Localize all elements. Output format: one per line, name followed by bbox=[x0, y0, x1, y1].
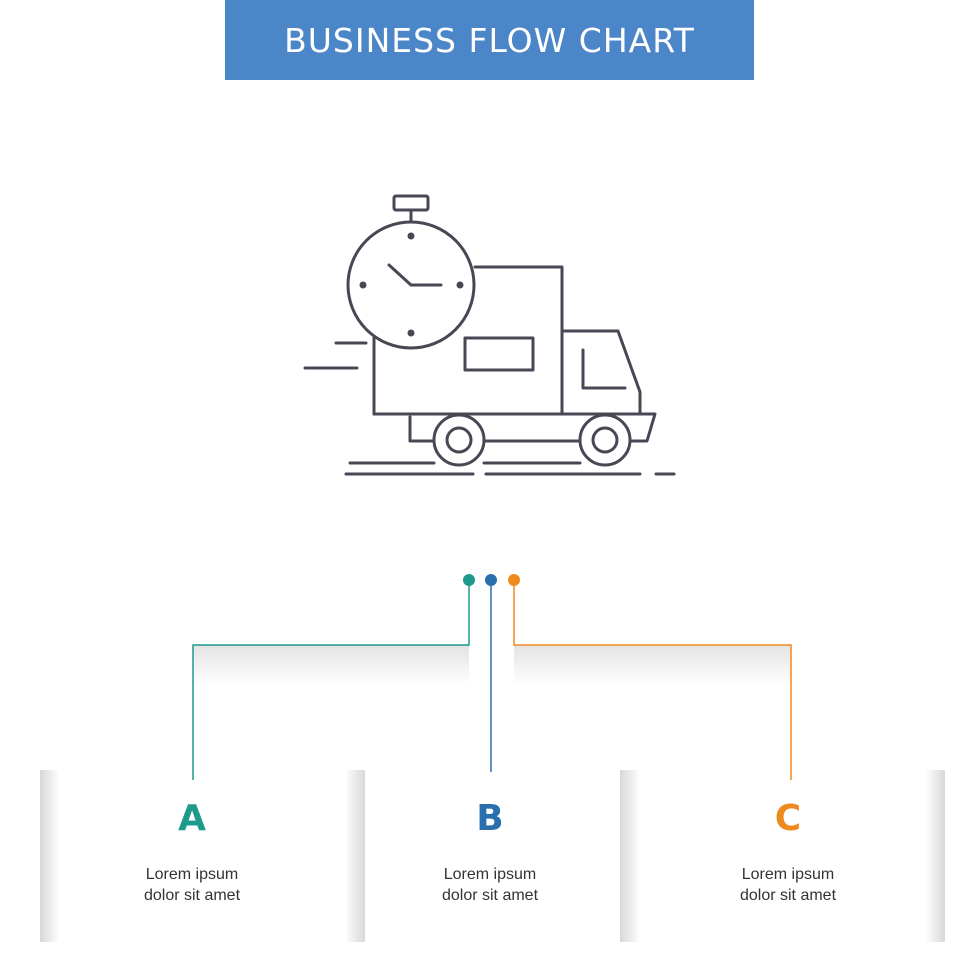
connector-line-a bbox=[192, 582, 470, 780]
step-text-line1: Lorem ipsum bbox=[741, 866, 835, 883]
step-letter-b: B bbox=[476, 798, 504, 839]
title-banner: BUSINESS FLOW CHART bbox=[225, 0, 754, 80]
step-text-line1: Lorem ipsum bbox=[145, 866, 239, 883]
panel-shadow-right bbox=[925, 770, 945, 942]
page-title: BUSINESS FLOW CHART bbox=[284, 20, 695, 60]
panel-shadow-right bbox=[345, 770, 365, 942]
step-panel-a bbox=[40, 770, 365, 942]
connector-dot-a bbox=[463, 574, 475, 586]
step-text-c: Lorem ipsum dolor sit amet bbox=[678, 864, 898, 906]
panel-shadow-left bbox=[40, 770, 60, 942]
step-text-line2: dolor sit amet bbox=[739, 887, 837, 904]
connector-dot-b bbox=[485, 574, 497, 586]
step-text-line1: Lorem ipsum bbox=[443, 866, 537, 883]
step-text-b: Lorem ipsum dolor sit amet bbox=[380, 864, 600, 906]
step-panel-c bbox=[620, 770, 945, 942]
step-letter-a: A bbox=[178, 798, 206, 839]
step-text-a: Lorem ipsum dolor sit amet bbox=[82, 864, 302, 906]
connector-shadow-a bbox=[193, 645, 469, 685]
panel-shadow-left bbox=[620, 770, 640, 942]
delivery-truck-stopwatch-icon bbox=[303, 194, 676, 476]
connector-dot-c bbox=[508, 574, 520, 586]
step-text-line2: dolor sit amet bbox=[441, 887, 539, 904]
connector-shadow-c bbox=[514, 645, 791, 685]
step-text-line2: dolor sit amet bbox=[143, 887, 241, 904]
connector-line-c bbox=[513, 582, 792, 780]
step-letter-c: C bbox=[774, 798, 802, 839]
